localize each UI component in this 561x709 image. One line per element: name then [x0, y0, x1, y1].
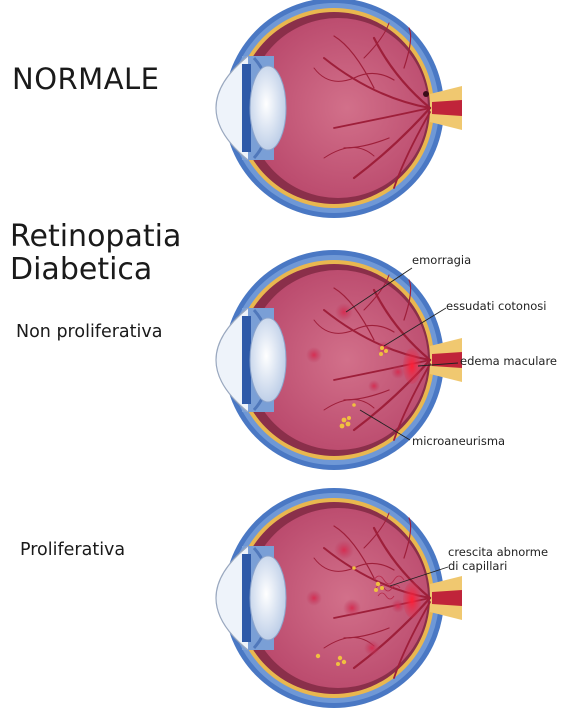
macular-edema-label: edema maculare: [460, 354, 557, 368]
abnormal-growth-line2: di capillari: [448, 559, 548, 573]
microaneurysm-label: microaneurisma: [412, 434, 505, 448]
abnormal-growth-label: crescita abnorme di capillari: [448, 545, 548, 573]
cotton-wool-label: essudati cotonosi: [446, 299, 546, 313]
hemorrhage-label: emorragia: [412, 253, 471, 267]
abnormal-growth-line1: crescita abnorme: [448, 545, 548, 559]
proliferative-eye: [216, 488, 462, 708]
normal-eye: [216, 0, 462, 218]
